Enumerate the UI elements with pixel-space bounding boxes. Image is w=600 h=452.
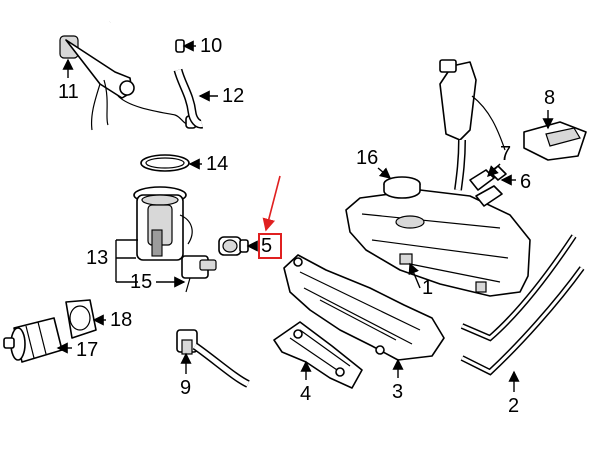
callout-13: 13 [86, 247, 109, 269]
part-3-heat-shield [283, 254, 445, 361]
callout-14: 14 [206, 153, 229, 175]
part-13-fuel-pump [133, 186, 193, 261]
callout-18: 18 [110, 309, 133, 331]
callout-16: 16 [356, 147, 379, 169]
callout-1: 1 [422, 277, 434, 299]
callout-15: 15 [130, 271, 153, 293]
callout-12: 12 [222, 85, 245, 107]
callout-5-highlight-box [258, 233, 282, 259]
part-9-hose [176, 329, 250, 388]
callout-4: 4 [300, 383, 312, 405]
callout-8: 8 [544, 87, 556, 109]
callout-6: 6 [520, 171, 532, 193]
callout-10: 10 [200, 35, 223, 57]
callout-7: 7 [500, 143, 512, 165]
callout-17: 17 [76, 339, 99, 361]
callout-9: 9 [180, 377, 192, 399]
part-1-fuel-tank [345, 189, 531, 297]
part-14-seal-ring [140, 154, 190, 172]
part-8-bracket [523, 121, 587, 161]
callout-11: 11 [58, 81, 79, 103]
callout-2: 2 [508, 395, 520, 417]
part-5-grommet [218, 236, 249, 256]
filler-neck [439, 59, 506, 191]
part-18-bracket [65, 299, 97, 339]
callout-5: 5 [261, 235, 273, 257]
part-4-shield [273, 321, 363, 389]
part-10-hose [108, 15, 185, 63]
part-11-vent-valve [59, 35, 197, 131]
part-12-vent-hose [173, 68, 204, 129]
part-17-fuel-filter [3, 317, 63, 363]
part-16-fuel-cap [383, 176, 421, 199]
callout-3: 3 [392, 381, 404, 403]
part-2-straps [460, 234, 585, 376]
leader-lines [56, 40, 554, 392]
part-15-sender [181, 255, 217, 293]
